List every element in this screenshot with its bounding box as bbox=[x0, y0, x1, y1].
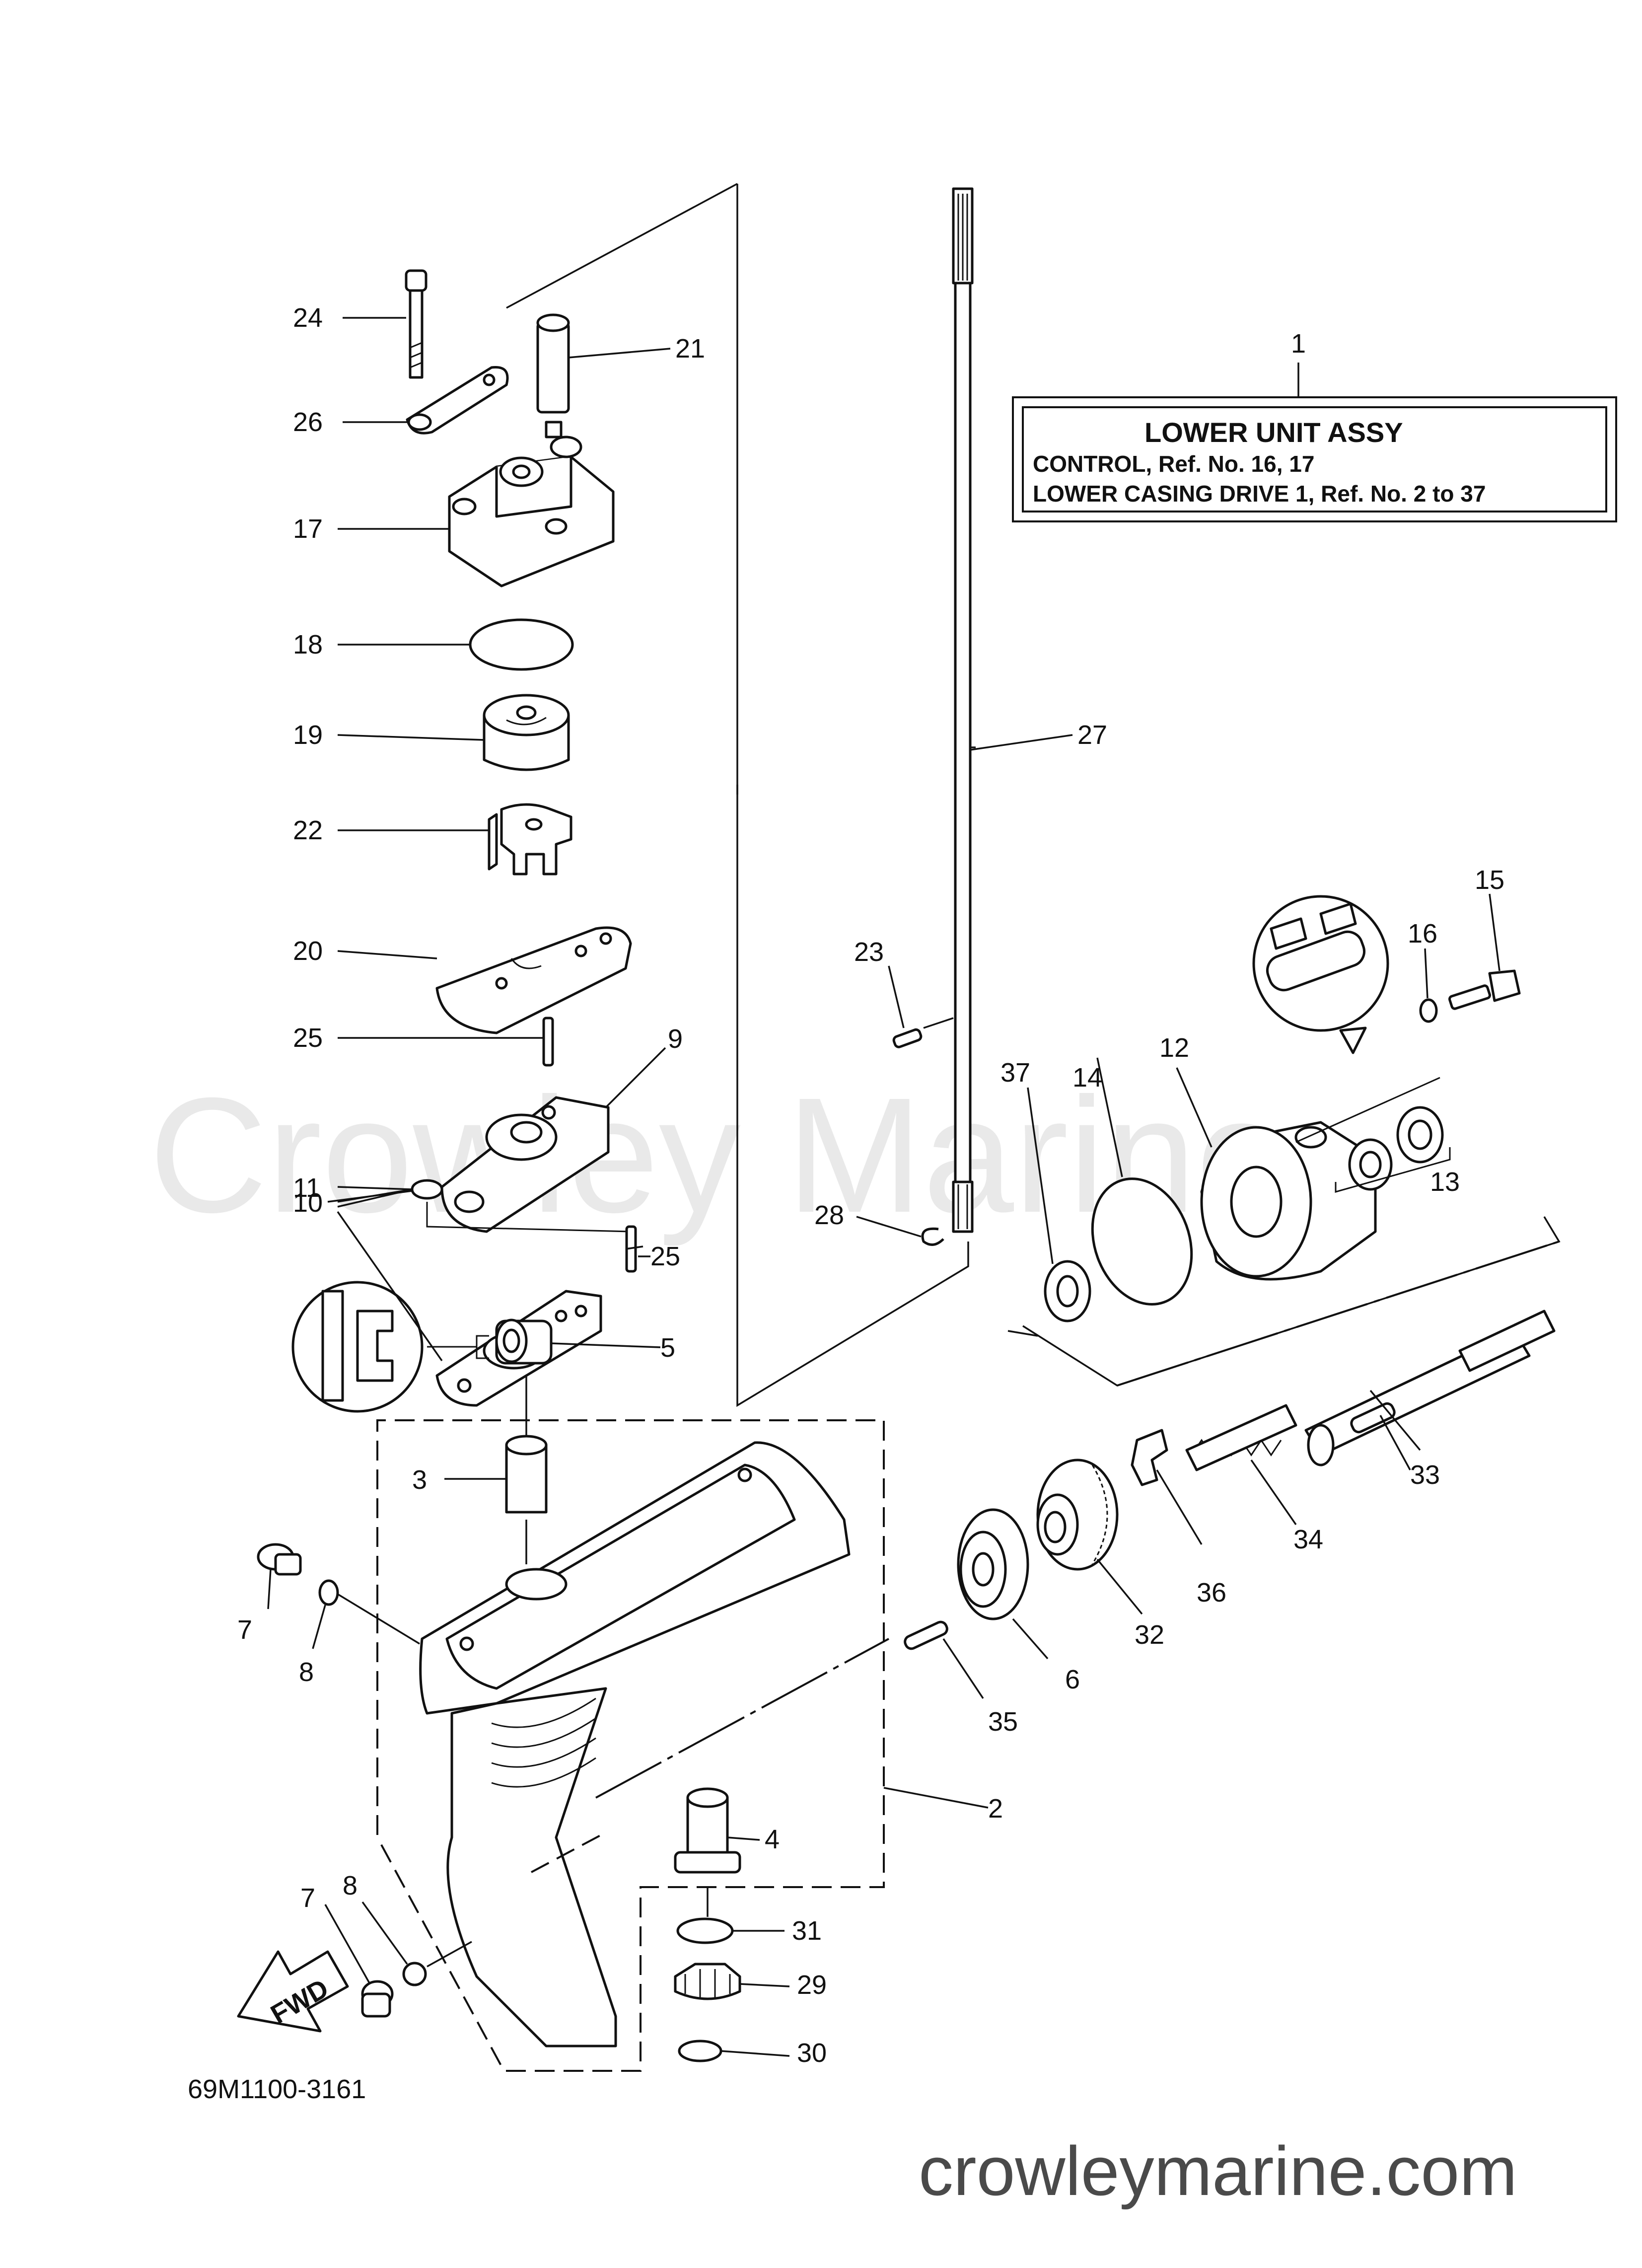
callout-7-upper: 7 bbox=[237, 1615, 252, 1645]
callout-35: 35 bbox=[988, 1707, 1018, 1737]
callout-21: 21 bbox=[675, 334, 705, 364]
plate-26 bbox=[406, 366, 509, 435]
box-line-control: CONTROL, Ref. No. 16, 17 bbox=[1033, 451, 1314, 477]
box-line-drive: LOWER CASING DRIVE 1, Ref. No. 2 to 37 bbox=[1033, 481, 1486, 507]
bearing-5 bbox=[291, 1281, 553, 1413]
spring-34 bbox=[1185, 1404, 1297, 1471]
callout-25-top: 25 bbox=[293, 1023, 323, 1053]
callout-labels: 24 21 26 17 18 19 27 22 15 16 23 20 25 9… bbox=[237, 303, 1504, 2068]
callout-6: 6 bbox=[1065, 1665, 1080, 1694]
callout-5: 5 bbox=[660, 1333, 675, 1363]
callout-7-lower: 7 bbox=[300, 1883, 315, 1913]
callout-37: 37 bbox=[1000, 1058, 1030, 1088]
callout-9: 9 bbox=[668, 1024, 683, 1054]
callout-16: 16 bbox=[1408, 919, 1437, 949]
lower-casing-2 bbox=[419, 1441, 851, 2048]
drive-shaft bbox=[952, 187, 974, 1233]
o-ring-18 bbox=[469, 618, 574, 671]
propeller-shaft-33 bbox=[1304, 1310, 1556, 1466]
callout-36: 36 bbox=[1197, 1578, 1226, 1608]
callout-10: 10 bbox=[293, 1188, 323, 1218]
callout-13: 13 bbox=[1430, 1167, 1460, 1197]
callout-31: 31 bbox=[792, 1916, 822, 1946]
callout-17: 17 bbox=[293, 514, 323, 544]
box-title: LOWER UNIT ASSY bbox=[1144, 417, 1403, 448]
callout-8-lower: 8 bbox=[343, 1871, 357, 1901]
washer-31 bbox=[676, 1917, 734, 1944]
impeller-22 bbox=[488, 803, 572, 876]
callout-32: 32 bbox=[1135, 1620, 1164, 1650]
callout-4: 4 bbox=[765, 1825, 780, 1854]
detail-inset bbox=[1252, 895, 1389, 1054]
center-line-horizontal bbox=[595, 1638, 889, 1799]
assembly-guide-lines bbox=[506, 183, 969, 1407]
callout-19: 19 bbox=[293, 720, 323, 750]
callout-11: 11 bbox=[293, 1173, 321, 1203]
callout-1: 1 bbox=[1291, 329, 1306, 359]
fwd-arrow: FWD bbox=[237, 1950, 349, 2033]
o-ring-11 bbox=[411, 1179, 443, 1200]
callout-30: 30 bbox=[797, 2038, 827, 2068]
bearing-6 bbox=[957, 1508, 1029, 1620]
leader-lines bbox=[267, 317, 1500, 2057]
washer-8-upper bbox=[318, 1579, 339, 1606]
callout-20: 20 bbox=[293, 936, 323, 966]
pipe-21 bbox=[536, 313, 570, 439]
pinion-29 bbox=[674, 1963, 741, 2000]
website-url: crowleymarine.com bbox=[919, 2132, 1517, 2210]
circlip-30 bbox=[678, 2040, 722, 2062]
oil-seal-37 bbox=[1044, 1260, 1091, 1322]
cap-12 bbox=[1200, 1121, 1377, 1281]
callout-33: 33 bbox=[1410, 1460, 1440, 1490]
collar-3 bbox=[505, 1376, 548, 1564]
callout-3: 3 bbox=[412, 1465, 427, 1495]
plate-9 bbox=[426, 1096, 632, 1246]
pin-25-top bbox=[542, 1017, 554, 1067]
diagram-code: 69M1100-3161 bbox=[188, 2074, 366, 2104]
callout-26: 26 bbox=[293, 407, 323, 437]
bolt-24 bbox=[405, 269, 428, 379]
clutch-36 bbox=[1131, 1429, 1168, 1486]
callout-34: 34 bbox=[1293, 1525, 1323, 1554]
plug-7-lower bbox=[361, 1980, 394, 2018]
outer-plate-20 bbox=[435, 926, 632, 1034]
callout-25-right: 25 bbox=[650, 1242, 680, 1271]
callout-23: 23 bbox=[854, 937, 884, 967]
washer-16 bbox=[1419, 998, 1438, 1023]
insert-cartridge-19 bbox=[483, 694, 570, 771]
callout-15: 15 bbox=[1475, 865, 1504, 895]
callout-27: 27 bbox=[1077, 720, 1107, 750]
bearings-13 bbox=[1295, 1077, 1451, 1193]
callout-8-upper: 8 bbox=[299, 1657, 314, 1687]
lower-unit-assy-box: 1 LOWER UNIT ASSY CONTROL, Ref. No. 16, … bbox=[1012, 329, 1617, 522]
pin-35 bbox=[904, 1620, 948, 1650]
gear-32 bbox=[1036, 1459, 1119, 1571]
callout-12: 12 bbox=[1159, 1033, 1189, 1063]
lower-casing-group bbox=[376, 1419, 989, 2072]
bushing-4 bbox=[674, 1787, 741, 1917]
callout-28: 28 bbox=[814, 1200, 844, 1230]
callout-24: 24 bbox=[293, 303, 323, 333]
callout-14: 14 bbox=[1072, 1063, 1102, 1093]
plug-7-upper bbox=[257, 1543, 302, 1576]
callout-22: 22 bbox=[293, 815, 323, 845]
right-group-lines bbox=[1022, 1216, 1561, 1387]
callout-18: 18 bbox=[293, 630, 323, 659]
bolt-15 bbox=[1448, 969, 1521, 1010]
callout-2: 2 bbox=[988, 1794, 1003, 1824]
pin-23 bbox=[892, 1017, 954, 1048]
callout-29: 29 bbox=[797, 1970, 827, 2000]
washer-8-lower bbox=[402, 1962, 427, 1986]
pump-housing-17 bbox=[448, 436, 615, 587]
o-ring-14 bbox=[1091, 1177, 1193, 1306]
clip-28 bbox=[921, 1227, 944, 1246]
